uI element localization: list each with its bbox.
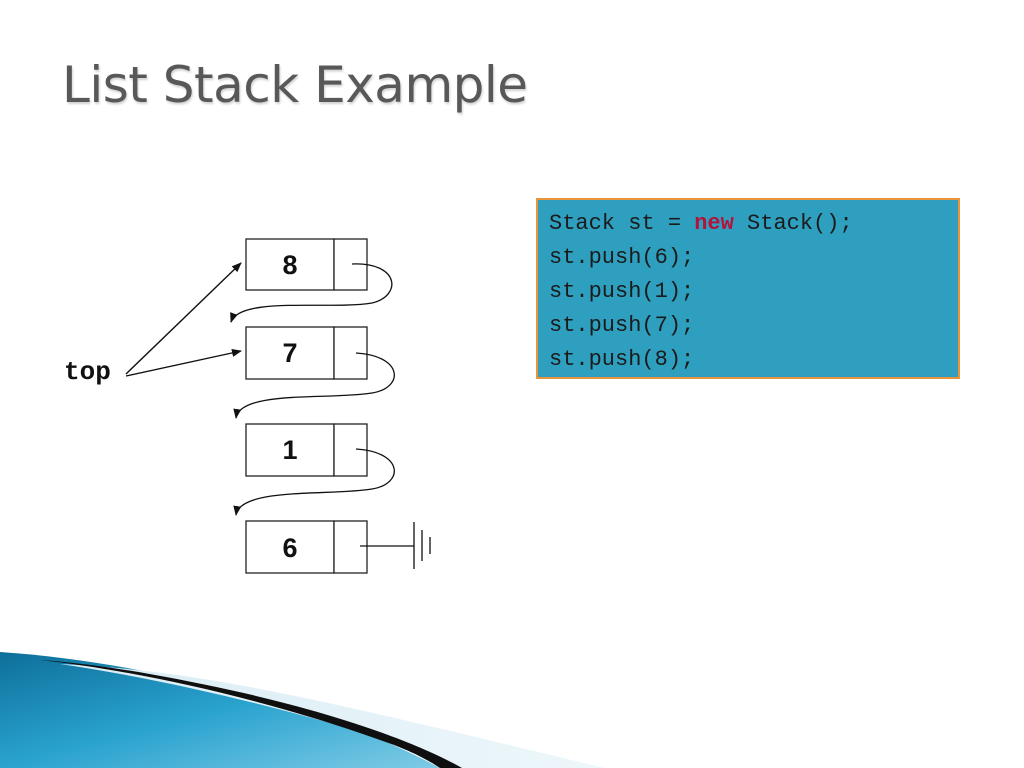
code-keyword-new: new [694, 211, 734, 236]
page-title: List Stack Example [62, 56, 528, 114]
bottom-swoosh-decoration [0, 652, 605, 768]
stack-node-6: 6 [245, 520, 368, 574]
node-data-cell [245, 326, 335, 380]
code-line-4: st.push(7); [549, 313, 695, 338]
node-value: 1 [282, 435, 297, 465]
node-value: 7 [282, 338, 297, 368]
top-pointer-label: top [64, 357, 111, 387]
node-data-cell [245, 520, 335, 574]
top-arrow-to-8 [125, 262, 242, 375]
node-value: 6 [282, 533, 297, 563]
next-pointer-1-to-6 [233, 448, 395, 516]
node-value: 8 [282, 250, 297, 280]
code-line-5: st.push(8); [549, 347, 695, 372]
code-line-1-end: Stack(); [733, 211, 853, 236]
null-pointer-symbol [360, 522, 431, 569]
next-pointer-7-to-1 [233, 352, 395, 419]
stack-node-1: 1 [245, 423, 368, 477]
code-line-3: st.push(1); [549, 279, 695, 304]
node-next-cell [333, 520, 368, 574]
code-line-1-start: Stack st = [549, 211, 695, 236]
code-box: Stack st = new Stack(); st.push(6); st.pus… [536, 198, 960, 379]
top-arrow-to-7 [125, 349, 242, 377]
node-data-cell [245, 423, 335, 477]
next-pointer-8-to-7 [230, 263, 393, 323]
code-line-2: st.push(6); [549, 245, 695, 270]
stack-node-7: 7 [245, 326, 368, 380]
code-line-1: Stack st = new Stack(); [549, 207, 958, 241]
stack-node-8: 8 [245, 238, 368, 291]
